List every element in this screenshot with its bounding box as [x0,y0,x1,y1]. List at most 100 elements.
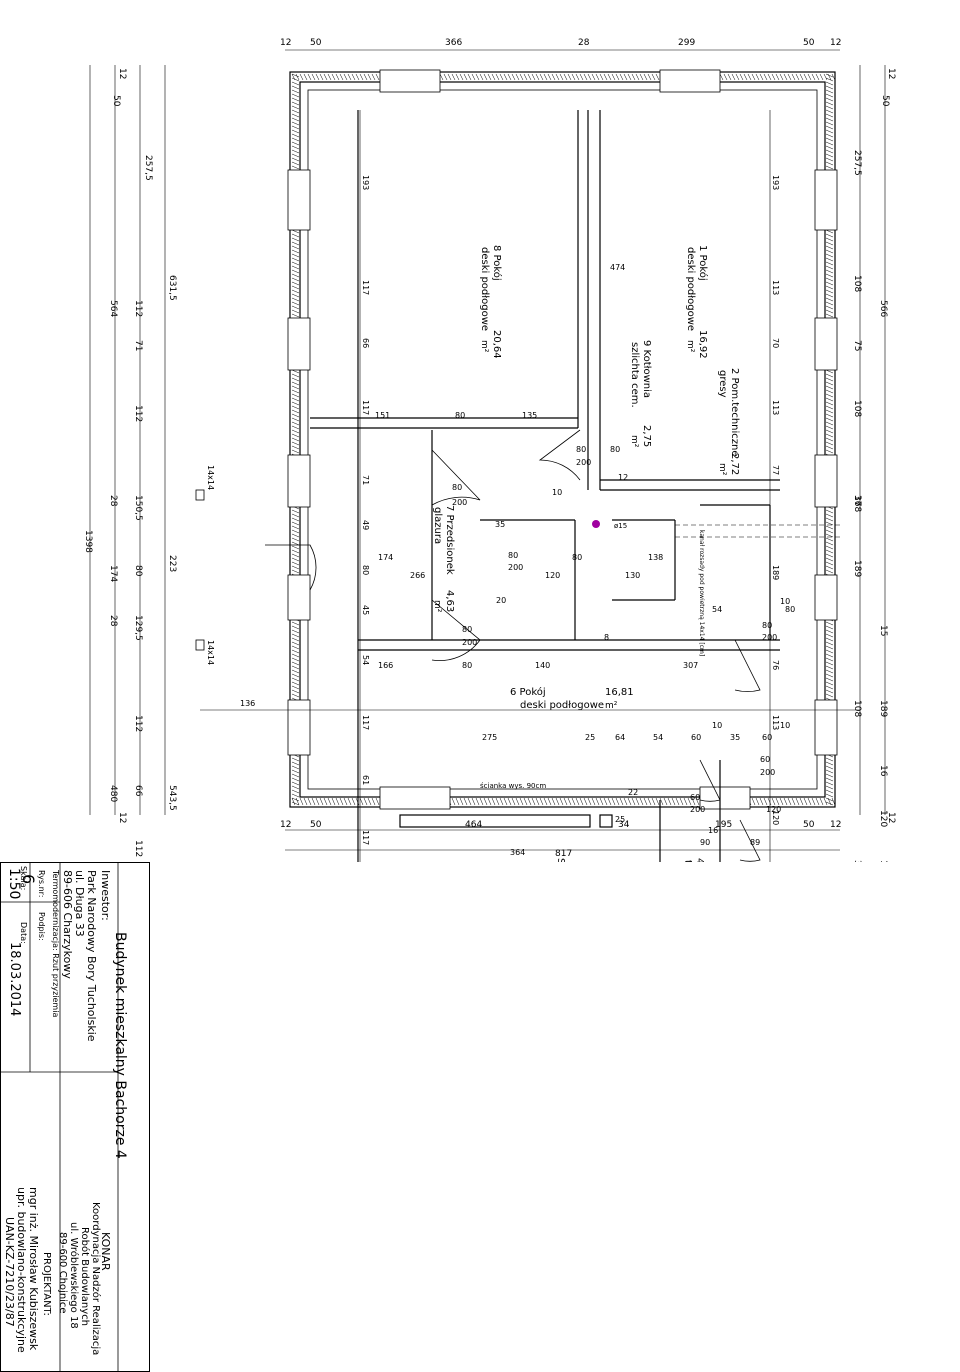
right-dimension: 50 [880,95,890,107]
top-dimension: 366 [445,38,462,48]
top-dimension: 299 [678,38,695,48]
left-dimension: 112 [133,840,143,857]
room-name: 1 Pokój [697,245,709,281]
designer-line: upr. budowlano-konstrukcyjne [15,1187,28,1353]
dimension-label: 8 [604,633,609,642]
right-dimension: 75 [852,340,862,351]
dimension-label: 90 [700,838,710,847]
dimension-label: 200 [576,458,591,467]
inner-dimension: 54 [361,655,370,665]
outer-walls [289,71,836,808]
right-dimension: 108 [852,275,862,292]
subject: Termomodernizacja: Rzut przyziemia [51,870,60,1018]
room-area-unit: m² [605,701,618,711]
dimension-label: 120 [766,805,781,814]
left-dimension: 631,5 [167,275,177,301]
inner-dimension: 113 [771,715,780,730]
pipe-icon [592,520,600,528]
room-finish: deski podłogowe [685,247,696,331]
room-area: 16,81 [605,687,634,698]
total-height: 1398 [83,530,93,553]
windows [287,69,838,810]
dimension-label: 22 [628,788,638,797]
left-dimension: 129,5 [133,615,143,641]
investor-line: ul. Długa 33 [73,870,86,937]
room-finish: szlichta cem. [629,342,640,408]
top-dimension: 12 [830,38,841,48]
left-dimension: 112 [133,715,143,732]
dimension-label: 140 [535,661,550,670]
dimension-label: 12 [618,473,628,482]
dimension-label: 80 [610,445,620,454]
title-block: Budynek mieszkalny Bachorze 4 Inwestor: … [0,862,150,1372]
room-name: 6 Pokój [510,686,546,698]
drawing-no-label: Rys.nr: [37,870,46,898]
left-dimension: 112 [133,405,143,422]
dimension-label: 60 [691,733,701,742]
inner-dimension: 70 [771,338,780,348]
inner-dimension: 117 [361,830,370,845]
dimension-label: 151 [375,411,390,420]
top-dimension: 50 [310,38,322,48]
dimension-label: 200 [508,563,523,572]
dimension-lines [89,49,886,862]
pipe-label: ø15 [614,522,627,530]
right-dimension: 566 [878,300,888,317]
dimension-label: 200 [452,498,467,507]
title-block-frame [0,862,150,1372]
inner-dimension: 193 [361,175,370,190]
room-area: 2,75 [641,425,652,447]
inner-dimension: 117 [361,400,370,415]
designer-line: mgr inż. Mirosław Kubiszewsk [27,1187,40,1351]
bottom-dimension: 195 [715,820,732,830]
room-finish: glazura [432,507,443,544]
left-dimension: 12 [117,812,127,823]
ventilation-channel [675,524,840,538]
room-area: 2,72 [729,453,740,475]
right-dimension: 378 [852,495,862,512]
inner-dimension: 113 [771,400,780,415]
inner-dimension: 49 [361,520,370,530]
dimension-label: 10 [780,597,790,606]
signature-label: Podpis: [37,912,46,941]
dimension-label: 275 [482,733,497,742]
dimension-label: 80 [455,411,465,420]
investor-line: Park Narodowy Bory Tucholskie [85,870,98,1042]
inner-dimension: 113 [771,280,780,295]
dimension-label: 174 [378,553,393,562]
room-name: 4 Łazienka [694,858,705,862]
designer-label: PROJEKTANT: [41,1252,52,1316]
dimension-label: 80 [452,483,462,492]
inner-dimension: 71 [361,475,370,485]
dimension-label: 80 [762,621,772,630]
left-dimension: 174 [108,565,118,582]
contractor-line: ul. Wróblewskiego 18 [68,1222,79,1329]
right-dimension: 16 [878,765,888,777]
left-dimension: 257,5 [143,155,153,181]
room-area-unit: m² [432,600,442,613]
dimension-label: 200 [762,633,777,642]
inner-dimension: 189 [771,565,780,580]
dimension-label: 120 [545,571,560,580]
dimension-label: 10 [712,721,722,730]
date-label: Data: [19,922,28,944]
right-dimension: 189 [878,700,888,717]
right-dimension: 108 [852,400,862,417]
inner-dimension: 76 [771,660,780,670]
right-dimension: 12 [886,68,896,79]
right-dimension: 120 [878,810,888,827]
left-dimension: 112 [133,300,143,317]
room-name: 7 Przedsionek [444,505,455,575]
room-finish: deski podłogowe [520,700,604,711]
dimension-label: 80 [462,661,472,670]
left-dimension: 12 [117,68,127,79]
room-name: 8 Pokój [491,245,503,281]
dimension-label: 25 [615,815,625,824]
inner-dimension: 77 [771,465,780,475]
right-dimension: 16 [852,495,862,507]
right-dimension: 12 [886,812,896,823]
room-name: 9 Kotłownia [641,340,652,398]
left-dimension: 28 [108,495,118,507]
bottom-dimension: 12 [830,820,841,830]
dimension-label: 166 [378,661,393,670]
